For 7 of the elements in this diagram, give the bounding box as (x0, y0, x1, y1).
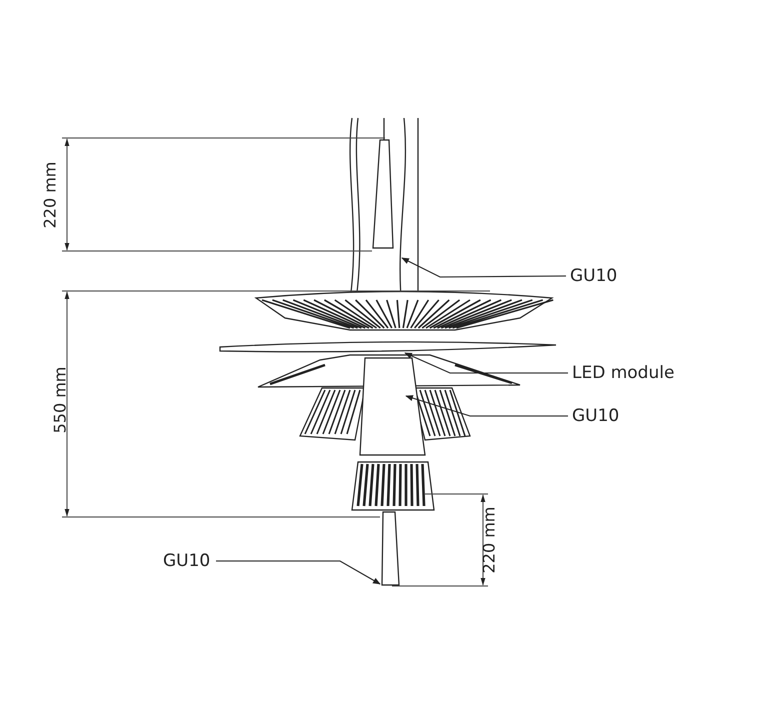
dimension-label: 220 mm (41, 162, 60, 228)
leader-line (405, 395, 568, 417)
leader-line (401, 258, 566, 278)
leader-line (216, 560, 381, 584)
leader-line (404, 352, 568, 374)
dimension-label: 220 mm (480, 506, 498, 574)
dimension-label: 550 mm (51, 366, 70, 434)
